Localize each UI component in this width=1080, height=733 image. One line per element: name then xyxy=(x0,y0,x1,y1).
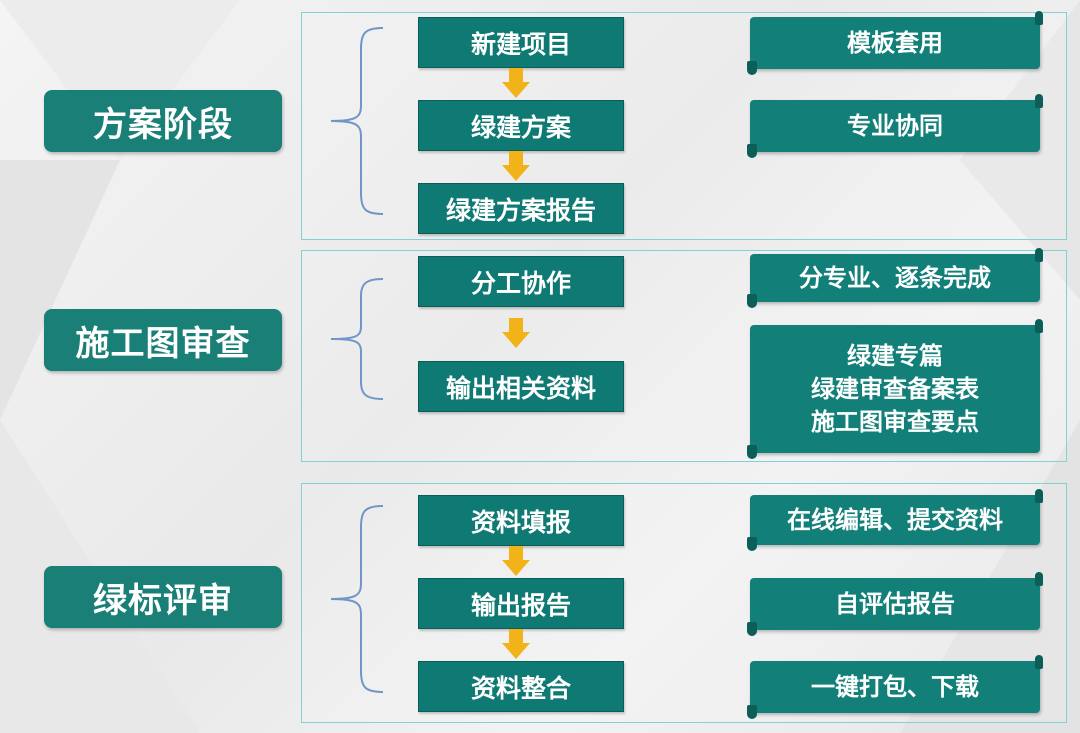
step-output-related-materials: 输出相关资料 xyxy=(418,361,624,412)
arrow-down-icon xyxy=(502,318,530,348)
arrow-down-icon xyxy=(502,68,530,98)
arrow-down-icon xyxy=(502,151,530,181)
step-output-report: 输出报告 xyxy=(418,578,624,629)
feature-text: 绿建专篇 xyxy=(847,341,943,370)
step-data-filling: 资料填报 xyxy=(418,495,624,546)
step-new-project: 新建项目 xyxy=(418,17,624,68)
feature-text: 专业协同 xyxy=(847,111,943,140)
feature-text: 自评估报告 xyxy=(835,589,955,618)
feature-one-click-download: 一键打包、下载 xyxy=(747,655,1043,719)
arrow-down-icon xyxy=(502,629,530,659)
brace-icon xyxy=(330,505,384,693)
feature-template-apply: 模板套用 xyxy=(747,11,1043,75)
step-data-integration: 资料整合 xyxy=(418,661,624,712)
feature-self-assessment-report: 自评估报告 xyxy=(747,572,1043,636)
stage-label-scheme: 方案阶段 xyxy=(44,90,282,152)
brace-icon xyxy=(330,27,384,215)
feature-text: 分专业、逐条完成 xyxy=(799,263,991,292)
step-green-scheme: 绿建方案 xyxy=(418,100,624,151)
brace-icon xyxy=(330,278,384,400)
feature-green-documents: 绿建专篇 绿建审查备案表 施工图审查要点 xyxy=(747,319,1043,459)
step-division-of-work: 分工协作 xyxy=(418,256,624,307)
stage-label-green-evaluation: 绿标评审 xyxy=(44,566,282,628)
feature-text: 在线编辑、提交资料 xyxy=(787,505,1003,534)
stage-label-construction-review: 施工图审查 xyxy=(44,309,282,371)
feature-text: 模板套用 xyxy=(847,28,943,57)
feature-text: 一键打包、下载 xyxy=(811,672,979,701)
feature-text: 绿建审查备案表 xyxy=(811,374,979,403)
feature-by-discipline: 分专业、逐条完成 xyxy=(747,248,1043,308)
arrow-down-icon xyxy=(502,546,530,576)
feature-professional-collaboration: 专业协同 xyxy=(747,94,1043,158)
step-green-scheme-report: 绿建方案报告 xyxy=(418,183,624,234)
feature-online-edit-submit: 在线编辑、提交资料 xyxy=(747,489,1043,551)
feature-text: 施工图审查要点 xyxy=(811,407,979,436)
